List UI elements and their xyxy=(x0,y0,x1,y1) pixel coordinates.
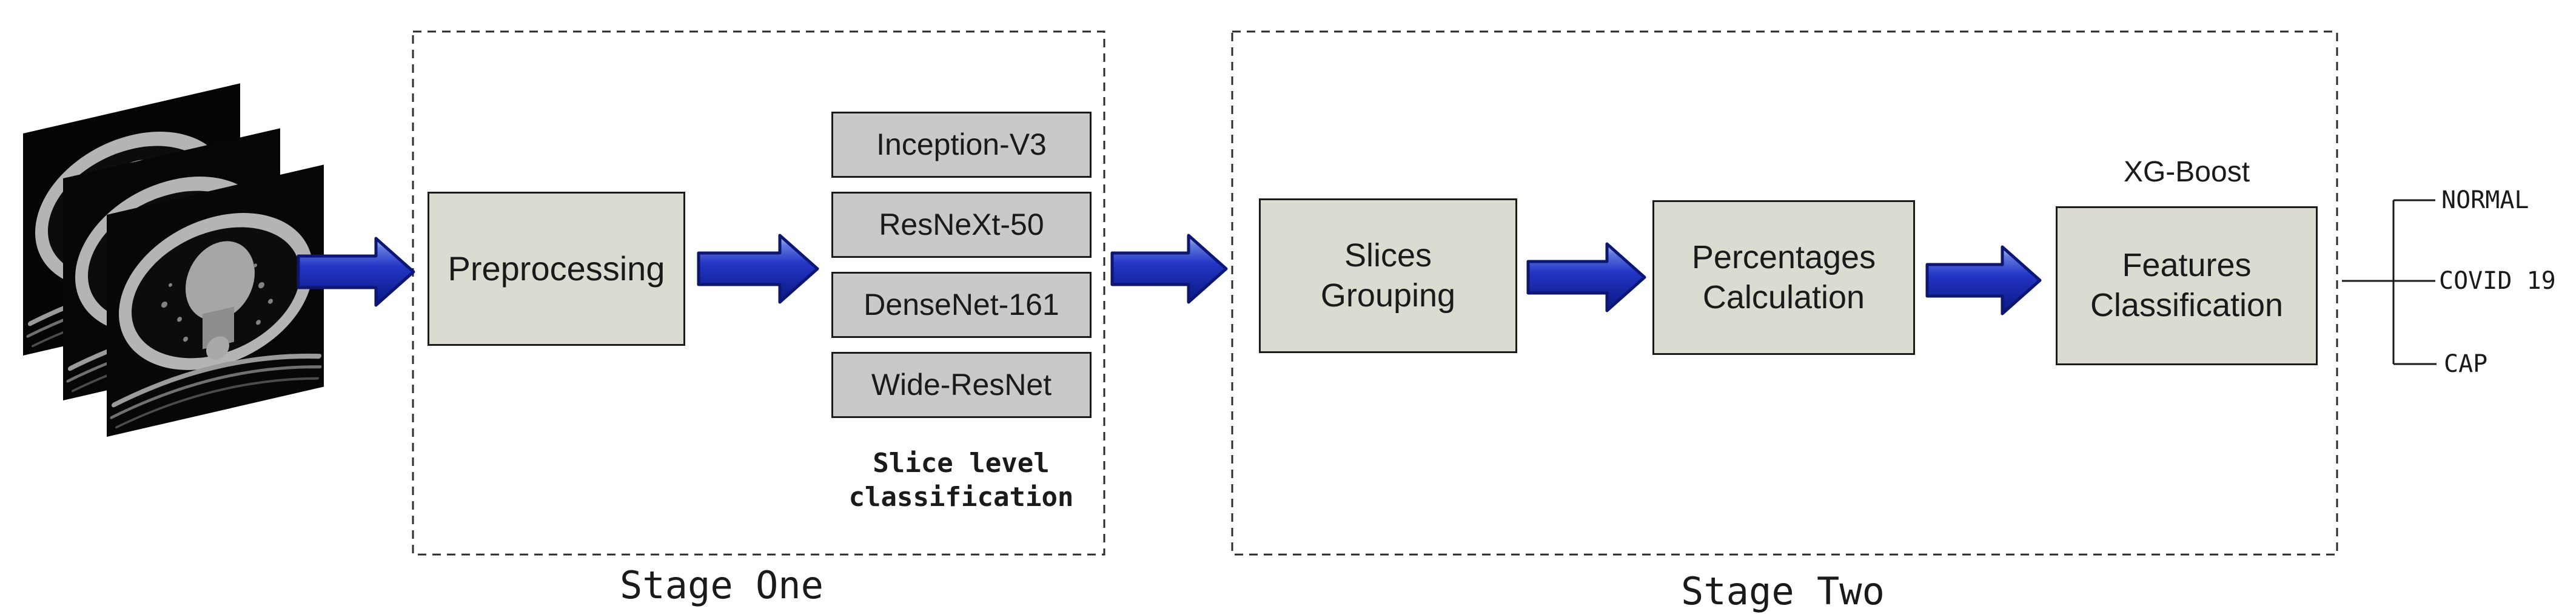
flow-arrow-1-icon xyxy=(297,237,415,307)
model-box-wide-resnet: Wide-ResNet xyxy=(831,352,1092,418)
features-classification-box: Features Classification xyxy=(2056,206,2318,365)
flow-arrow-4-icon xyxy=(1526,242,1646,312)
preprocessing-box: Preprocessing xyxy=(428,192,685,346)
stage-two-label: Stage Two xyxy=(1681,569,1885,613)
ct-scan-stack-icon xyxy=(23,83,324,437)
output-label-covid-19: COVID 19 xyxy=(2439,267,2556,295)
model-box-resnext-50: ResNeXt-50 xyxy=(831,192,1092,258)
output-label-normal: NORMAL xyxy=(2441,186,2529,214)
percentages-calculation-box: Percentages Calculation xyxy=(1652,200,1915,355)
flow-arrow-3-icon xyxy=(1110,234,1228,304)
flow-arrow-2-icon xyxy=(697,234,819,304)
output-label-cap: CAP xyxy=(2444,350,2488,378)
slice-level-caption: Slice level classification xyxy=(848,448,1074,513)
xgboost-label: XG-Boost xyxy=(2123,156,2250,188)
stage-one-label: Stage One xyxy=(620,563,823,607)
slices-grouping-box: Slices Grouping xyxy=(1259,198,1517,353)
stage-one-frame xyxy=(412,30,1105,556)
model-box-densenet-161: DenseNet-161 xyxy=(831,272,1092,338)
model-box-inception-v3: Inception-V3 xyxy=(831,112,1092,178)
flow-arrow-5-icon xyxy=(1925,245,2042,315)
output-bracket xyxy=(2342,199,2437,365)
